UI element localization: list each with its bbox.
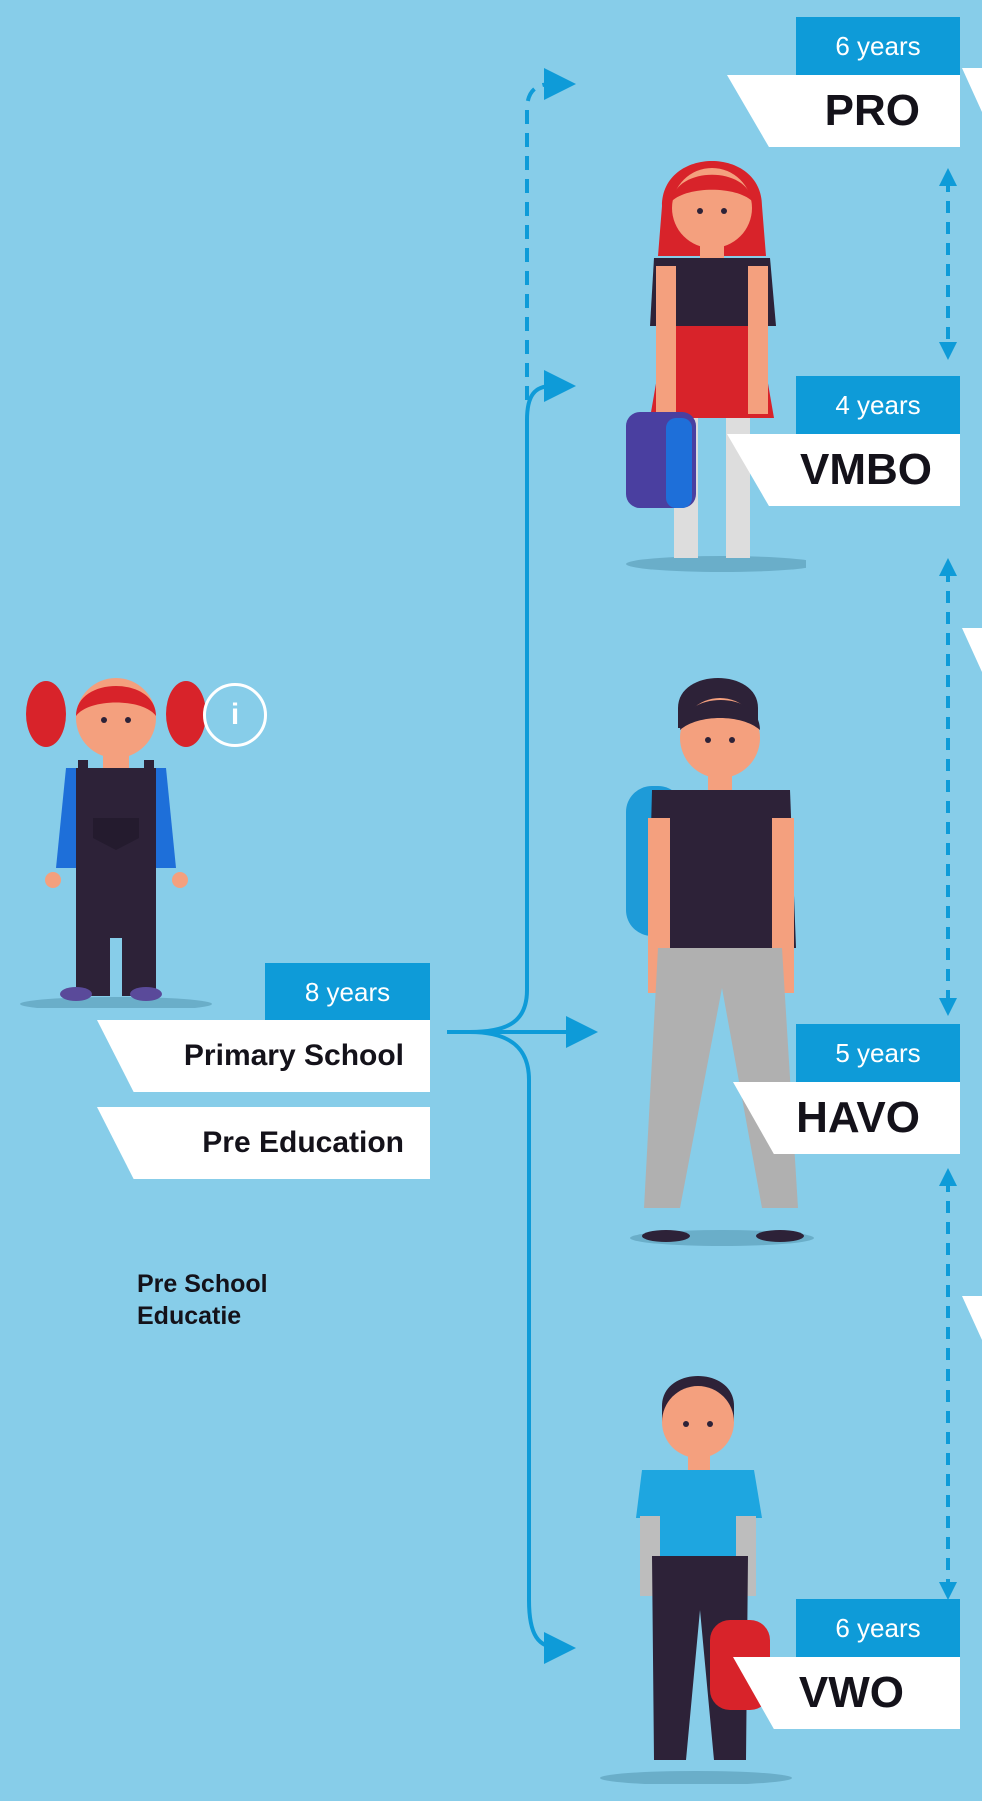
primary-duration-tag: 8 years <box>265 963 430 1021</box>
branch-vwo <box>469 1030 576 1664</box>
vwo-label[interactable]: VWO <box>733 1657 960 1729</box>
havo-label[interactable]: HAVO <box>733 1082 960 1154</box>
boy-with-blue-shirt-illustration <box>600 1376 792 1784</box>
girl-with-pigtails-illustration <box>20 678 212 1008</box>
pre-school-note: Pre School Educatie <box>137 1268 337 1332</box>
branch-vmbo <box>525 370 576 421</box>
pre-school-note-line2: Educatie <box>137 1302 242 1330</box>
vmbo-duration-tag: 4 years <box>796 376 960 434</box>
vmbo-label[interactable]: VMBO <box>727 434 960 506</box>
branch-pro-dashed <box>525 68 576 400</box>
girl-with-red-skirt-illustration <box>626 161 806 572</box>
havo-duration-tag: 5 years <box>796 1024 960 1082</box>
info-button[interactable]: i <box>203 683 267 747</box>
trunk-line <box>447 420 529 1034</box>
vwo-duration-tag: 6 years <box>796 1599 960 1657</box>
pre-education-label[interactable]: Pre Education <box>97 1107 430 1179</box>
pro-label[interactable]: PRO <box>727 75 960 147</box>
transfer-arrowheads <box>939 168 957 1600</box>
boy-with-backpack-illustration <box>626 678 814 1246</box>
primary-school-label[interactable]: Primary School <box>97 1020 430 1092</box>
pro-duration-tag: 6 years <box>796 17 960 75</box>
pre-school-note-line1: Pre School <box>137 1270 268 1298</box>
